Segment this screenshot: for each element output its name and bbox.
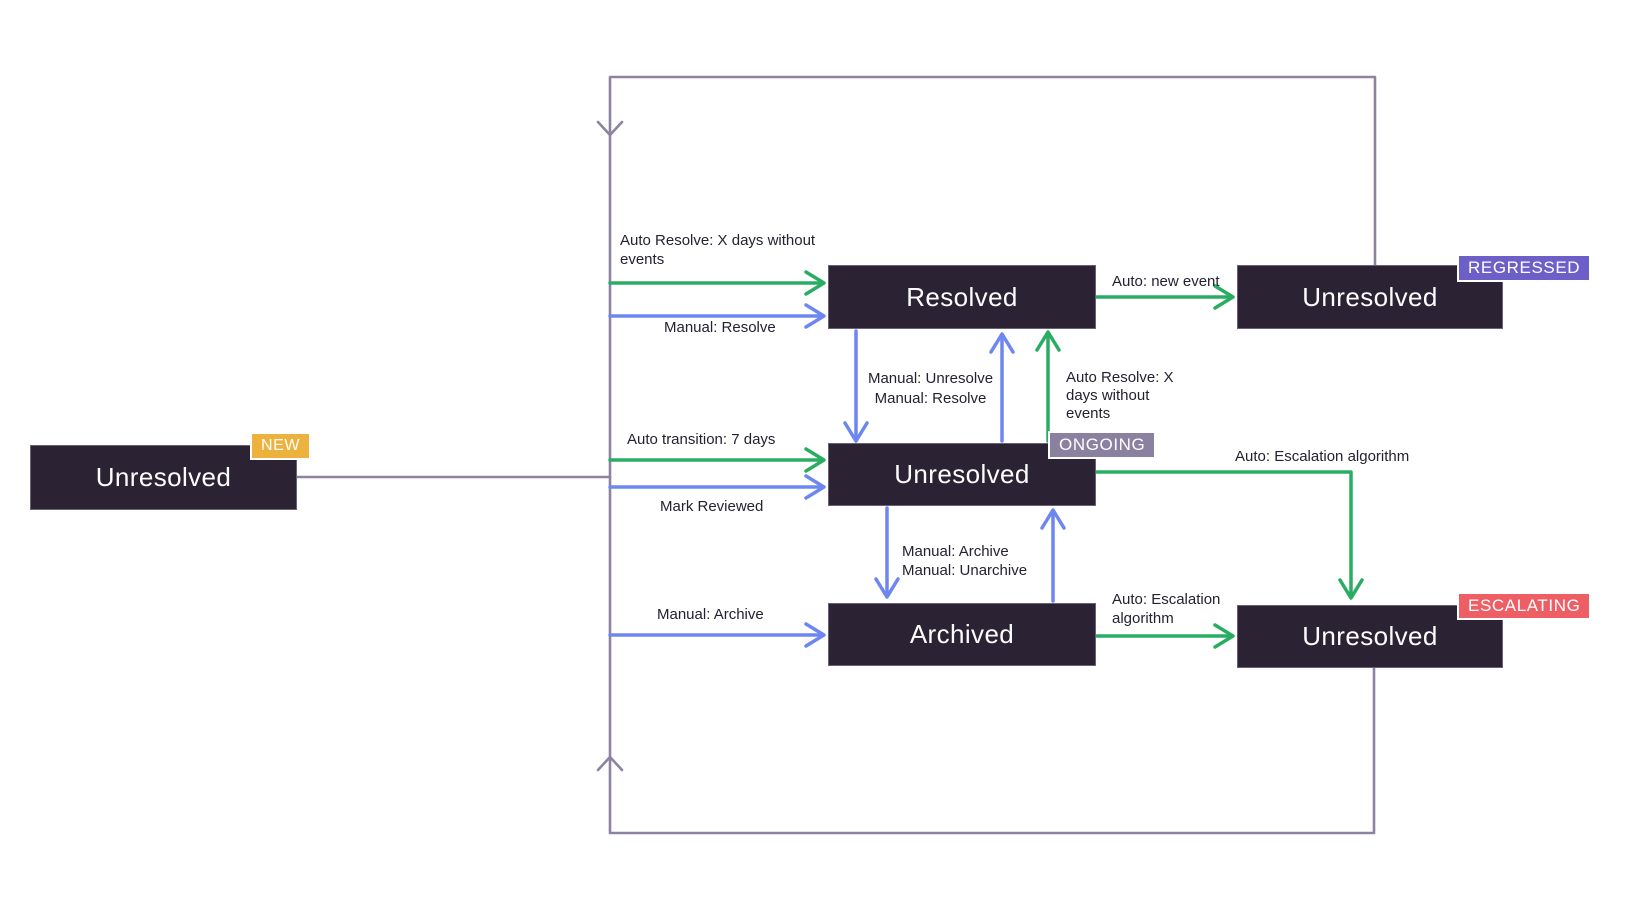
arrow-manual-unresolve [843, 329, 869, 443]
edge-label-auto-escalation-archived: Auto: Escalation algorithm [1112, 591, 1221, 627]
state-node-archived: Archived [828, 603, 1096, 666]
arrow-manual-resolve-new [608, 303, 826, 329]
arrowhead-right-icon [804, 270, 826, 296]
loop-rail [295, 75, 1377, 835]
arrow-auto-resolve-new [608, 270, 826, 296]
state-node-resolved: Resolved [828, 265, 1096, 329]
arrow-manual-resolve-ongoing [989, 332, 1015, 443]
arrowhead-down-icon [843, 421, 869, 443]
edge-label-auto-resolve-ongoing: Auto Resolve: X days without events [1066, 369, 1174, 422]
state-label: Unresolved [894, 459, 1030, 489]
status-badge-ongoing: ONGOING [1048, 431, 1157, 459]
arrowhead-down-icon [1338, 578, 1364, 600]
arrowhead-right-icon [804, 303, 826, 329]
arrow-mark-reviewed [608, 474, 826, 500]
state-label: Unresolved [1302, 621, 1438, 651]
status-badge-regressed: REGRESSED [1457, 254, 1592, 282]
arrowhead-right-icon [1213, 623, 1235, 649]
arrow-auto-escalation-ongoing [1095, 470, 1364, 600]
arrowhead-right-icon [804, 474, 826, 500]
chevron-up-icon [596, 755, 624, 772]
edge-label-auto-new-event: Auto: new event [1112, 273, 1220, 290]
edge-label-auto-transition: Auto transition: 7 days [627, 431, 776, 448]
status-badge-new: NEW [250, 432, 312, 460]
chevron-down-icon [596, 120, 624, 137]
arrow-manual-unarchive [1040, 508, 1066, 603]
edge-label-auto-resolve-new: Auto Resolve: X days without events [620, 232, 816, 268]
arrow-manual-archive [874, 506, 900, 599]
arrowhead-right-icon [804, 622, 826, 648]
loop-rail-path [608, 75, 1377, 835]
arrowhead-down-icon [874, 577, 900, 599]
edge-label-manual-unresolve-resolve: Manual: Unresolve Manual: Resolve [867, 370, 994, 407]
edge-label-mark-reviewed: Mark Reviewed [660, 498, 764, 515]
arrowhead-up-icon [1040, 508, 1066, 530]
arrowhead-right-icon [1213, 284, 1235, 310]
arrowhead-up-icon [1035, 330, 1061, 352]
edge-label-manual-archive-unarchive: Manual: Archive Manual: Unarchive [902, 543, 1028, 579]
status-badge-escalating: ESCALATING [1457, 592, 1592, 620]
edge-label-auto-escalation-ongoing: Auto: Escalation algorithm [1235, 448, 1410, 465]
arrow-auto-new-event [1095, 284, 1235, 310]
edge-label-manual-resolve-new: Manual: Resolve [664, 319, 776, 336]
arrow-auto-escalation-archived [1095, 623, 1235, 649]
arrow-auto-resolve-ongoing [1035, 330, 1061, 443]
edge-label-manual-archive-new: Manual: Archive [657, 606, 764, 623]
arrow-auto-transition [608, 447, 826, 473]
state-label: Archived [909, 619, 1015, 649]
arrowhead-up-icon [989, 332, 1015, 354]
state-label: Unresolved [1302, 281, 1438, 312]
arrow-manual-archive-new [608, 622, 826, 648]
state-label: Unresolved [95, 462, 232, 492]
arrowhead-right-icon [804, 447, 826, 473]
state-label: Resolved [906, 281, 1018, 312]
